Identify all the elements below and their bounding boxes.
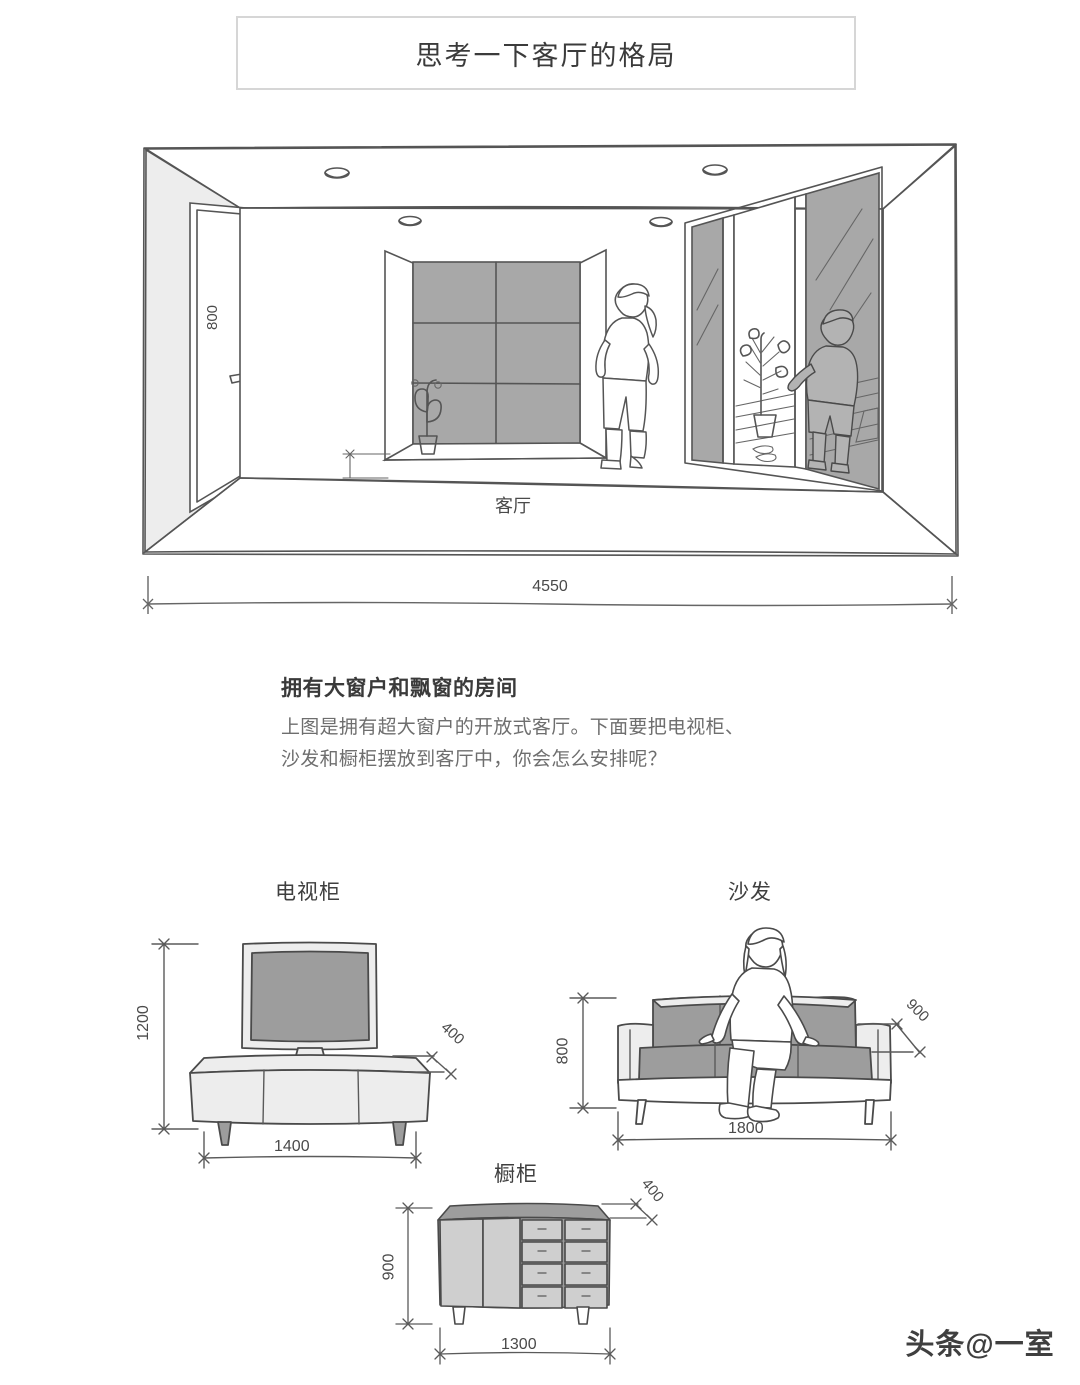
cabinet-height-label: 900 (380, 1253, 398, 1281)
sandals-icon (752, 445, 777, 463)
cabinet-width-label: 1300 (501, 1336, 537, 1353)
page-title-box: 思考一下客厅的格局 (236, 16, 856, 90)
ceiling-light-icon (649, 216, 673, 228)
sofa-width-label: 1800 (728, 1120, 764, 1137)
ceiling-light-icon (324, 167, 350, 179)
room-width-label: 4550 (532, 578, 568, 595)
figure-boy (787, 309, 859, 474)
sofa-svg: .d2 { fill:none; stroke:#5a5a5a; stroke-… (569, 927, 926, 1151)
cabinet-diagram: .d3 { fill:none; stroke:#5a5a5a; stroke-… (370, 1175, 690, 1380)
sill-height-label: 800 (204, 304, 221, 330)
figure-woman (595, 283, 660, 470)
copy-heading: 拥有大窗户和飘窗的房间 (281, 677, 518, 700)
ceiling-light-icon (398, 215, 422, 227)
room-perspective-illustration: .ln { fill:none; stroke:#555; stroke-wid… (140, 140, 960, 560)
tv-cabinet-diagram: .d { fill:none; stroke:#5a5a5a; stroke-w… (135, 900, 490, 1170)
copy-line-1: 上图是拥有超大窗户的开放式客厅。下面要把电视柜、 (281, 717, 745, 738)
figure-woman-sitting (698, 927, 820, 1123)
room-width-dimension-svg (142, 576, 958, 614)
sofa-diagram: .d2 { fill:none; stroke:#5a5a5a; stroke-… (554, 900, 960, 1170)
cabinet-title: 橱柜 (494, 1163, 538, 1186)
tv-cabinet-height-label: 1200 (134, 1005, 152, 1041)
potted-tree-icon (739, 328, 791, 438)
body-copy: 拥有大窗户和飘窗的房间 上图是拥有超大窗户的开放式客厅。下面要把电视柜、 沙发和… (281, 672, 881, 776)
cactus-plant-icon (411, 379, 442, 455)
sofa-height-label: 800 (554, 1037, 572, 1065)
sofa-title: 沙发 (728, 881, 772, 904)
room-label: 客厅 (495, 496, 531, 516)
bay-window (381, 248, 609, 462)
copy-line-2: 沙发和橱柜摆放到客厅中，你会怎么安排呢？ (281, 749, 668, 770)
tv-cabinet-title: 电视柜 (275, 881, 341, 904)
ceiling-light-icon (702, 164, 728, 176)
cabinet-svg: .d3 { fill:none; stroke:#5a5a5a; stroke-… (395, 1198, 658, 1365)
page-title: 思考一下客厅的格局 (415, 40, 677, 71)
room-width-dimension: 4550 (140, 570, 960, 618)
watermark: 头条@一室 (905, 1329, 1055, 1361)
tv-cabinet-svg: .d { fill:none; stroke:#5a5a5a; stroke-w… (151, 938, 457, 1169)
room-svg: .ln { fill:none; stroke:#555; stroke-wid… (142, 143, 959, 557)
tv-cabinet-width-label: 1400 (274, 1138, 310, 1155)
sill-height-dimension (342, 449, 391, 479)
